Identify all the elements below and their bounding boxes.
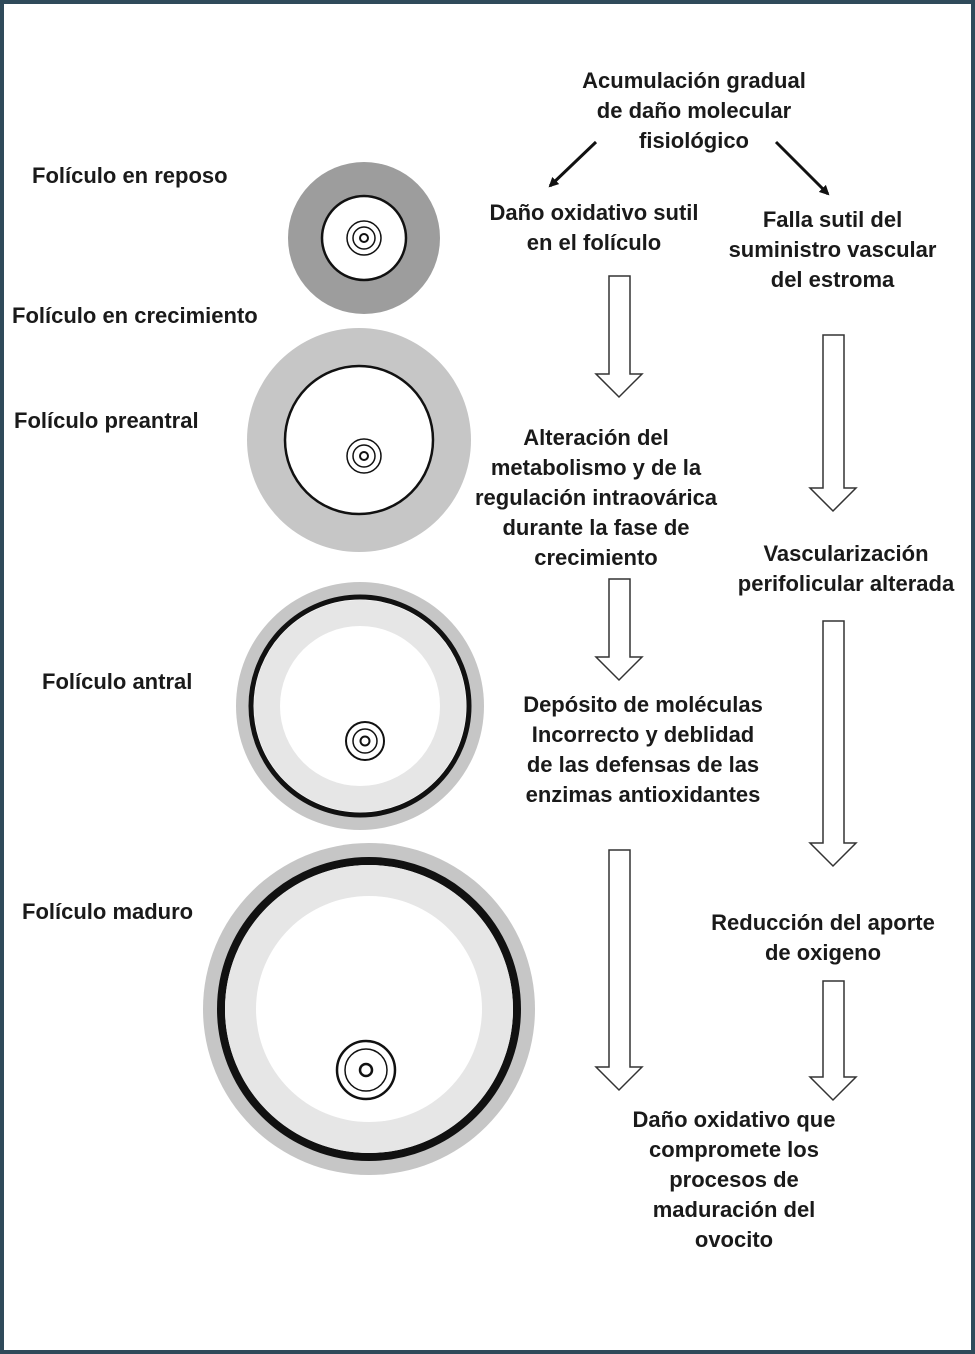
node-left-2-line: Alteración del [523,425,669,450]
node-left-3-line: Depósito de moléculas [523,692,763,717]
node-right-2: Vascularización perifolicular alterada [726,539,966,599]
label-preantral-follicle: Folículo preantral [14,408,199,433]
node-left-2-line: durante la fase de [502,515,690,540]
block-arrow-right-3 [808,980,858,1102]
node-bottom-line: compromete los [649,1137,819,1162]
node-left-2-line: crecimiento [534,545,658,570]
node-right-3-line: Reducción del aporte [711,910,935,935]
label-growing-follicle: Folículo en crecimiento [12,303,258,328]
block-arrow-left-1 [594,275,644,399]
node-left-2-line: regulación intraovárica [474,485,718,510]
node-left-3-line: de las defensas de las [526,752,760,777]
node-left-1-line: en el folículo [526,230,662,255]
block-arrow-right-1 [808,334,858,513]
diagram-art [203,140,858,1175]
node-top-line: de daño molecular [596,98,792,123]
node-top-line: Acumulación gradual [582,68,806,93]
label-mature-follicle: Folículo maduro [22,899,194,924]
node-left-3-line: Incorrecto y deblidad [531,722,755,747]
node-right-2-line: perifolicular alterada [737,571,955,596]
antral-follicle [236,582,484,830]
label-antral-follicle: Folículo antral [42,669,193,694]
node-left-3: Depósito de moléculas Incorrecto y debli… [498,690,788,810]
mature-follicle [203,843,535,1175]
label-resting-follicle: Folículo en reposo [32,163,228,188]
node-right-1: Falla sutil del suministro vascular del … [710,205,955,295]
node-right-1-line: del estroma [770,267,895,292]
node-right-3-line: de oxigeno [764,940,882,965]
node-left-2-line: metabolismo y de la [490,455,702,480]
preantral-follicle [247,328,471,552]
block-arrow-left-3 [594,849,644,1092]
node-bottom-line: ovocito [694,1227,774,1252]
node-right-2-line: Vascularización [763,541,929,566]
node-right-1-line: suministro vascular [728,237,937,262]
node-right-1-line: Falla sutil del [762,207,903,232]
block-arrow-left-2 [594,578,644,682]
node-left-2: Alteración del metabolismo y de la regul… [456,423,736,573]
node-bottom-line: procesos de [669,1167,799,1192]
node-right-3: Reducción del aporte de oxigeno [688,908,958,968]
node-left-3-line: enzimas antioxidantes [525,782,761,807]
node-left-1: Daño oxidativo sutil en el folículo [464,198,724,258]
node-left-1-line: Daño oxidativo sutil [489,200,699,225]
diagonal-arrow-left [548,140,598,188]
node-bottom-line: Daño oxidativo que [632,1107,836,1132]
node-bottom-line: maduración del [652,1197,816,1222]
node-top-line: fisiológico [639,128,749,153]
node-bottom: Daño oxidativo que compromete los proces… [604,1105,864,1255]
node-top: Acumulación gradual de daño molecular fi… [564,66,824,156]
block-arrow-right-2 [808,620,858,868]
diagonal-arrow-right [774,140,830,196]
resting-follicle [288,162,440,314]
